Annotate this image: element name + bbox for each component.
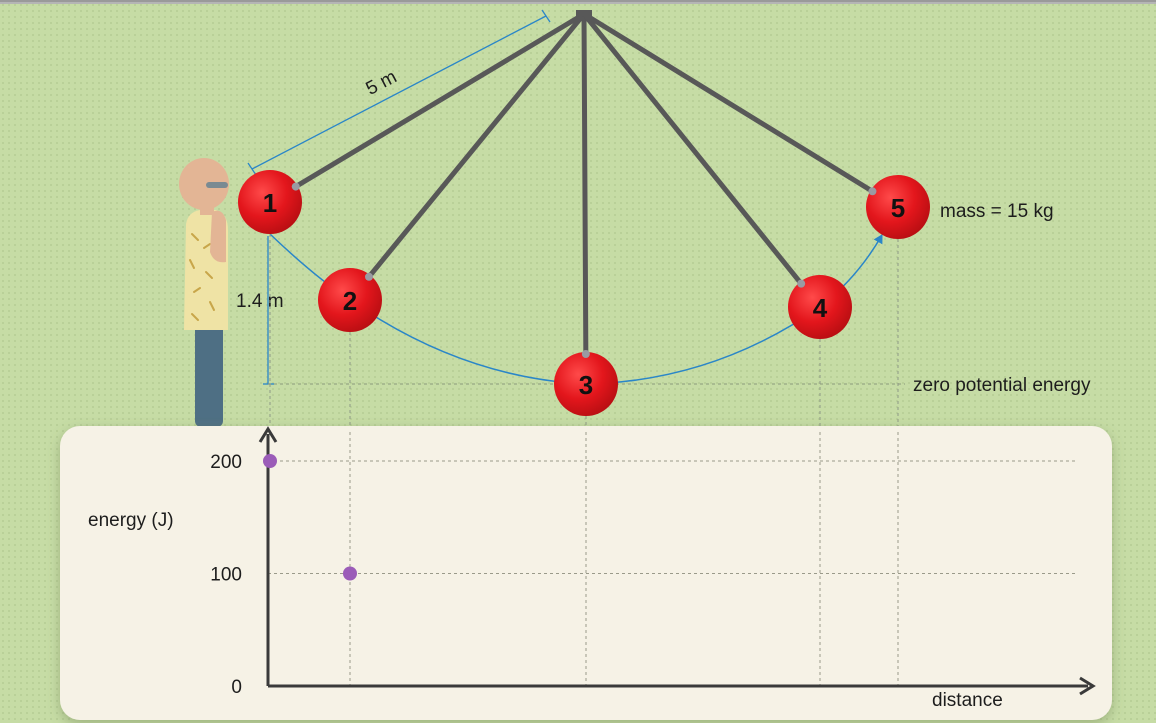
y-axis-arrow [258, 426, 278, 443]
ball-3: 3 [554, 350, 618, 416]
rope-5 [581, 11, 877, 195]
person-legs [195, 322, 223, 427]
ball-3-body [554, 352, 618, 416]
ball-1-hook [291, 182, 300, 191]
ball-2-label: 2 [343, 286, 357, 316]
y-tick-200: 200 [210, 452, 242, 473]
ball-5-label: 5 [891, 193, 905, 223]
y-tick-100: 100 [210, 565, 242, 586]
ceiling [0, 2, 1156, 4]
ball-4-body [788, 275, 852, 339]
person-figure [179, 158, 229, 427]
pendulum-balls: 1 2 3 4 5 [238, 10, 930, 416]
person-arm [210, 210, 226, 263]
length-dimension [247, 9, 551, 176]
height-label: 1.4 m [236, 291, 284, 312]
ball-1: 1 [238, 170, 302, 234]
graph-gridlines [268, 460, 1076, 574]
x-axis-label: distance [932, 690, 1003, 711]
zero-label: zero potential energy [913, 375, 1091, 396]
projection-lines [269, 234, 899, 426]
ball-5-hook [868, 187, 877, 196]
y-tick-labels: 200 100 0 [210, 452, 242, 698]
ball-2: 2 [318, 268, 382, 332]
energy-points [263, 454, 357, 581]
ball-4-hook [797, 279, 806, 288]
ball-1-body [238, 170, 302, 234]
ball-4: 4 [788, 275, 852, 339]
ball-1-label: 1 [263, 188, 277, 218]
rope-2 [365, 11, 587, 281]
y-tick-0: 0 [231, 677, 242, 698]
pivot-mount [576, 10, 592, 16]
ball-5-body [866, 175, 930, 239]
person-head [179, 158, 229, 210]
ball-2-body [318, 268, 382, 332]
ball-3-label: 3 [579, 370, 593, 400]
rope-4 [581, 11, 805, 288]
ropes [291, 11, 877, 359]
rope-1 [291, 11, 587, 191]
ball-3-hook [581, 350, 590, 359]
graph-position-lines [349, 432, 899, 686]
ball-5: 5 [866, 175, 930, 239]
mass-label: mass = 15 kg [940, 201, 1054, 222]
x-axis-arrow [1079, 676, 1096, 696]
energy-point-1 [263, 454, 277, 468]
ball-2-hook [364, 272, 373, 281]
y-axis-label: energy (J) [88, 510, 174, 531]
person-glasses [206, 182, 228, 188]
ball-4-label: 4 [813, 293, 828, 323]
graph-axes [258, 426, 1096, 696]
energy-point-2 [343, 566, 357, 581]
rope-3 [581, 11, 589, 359]
